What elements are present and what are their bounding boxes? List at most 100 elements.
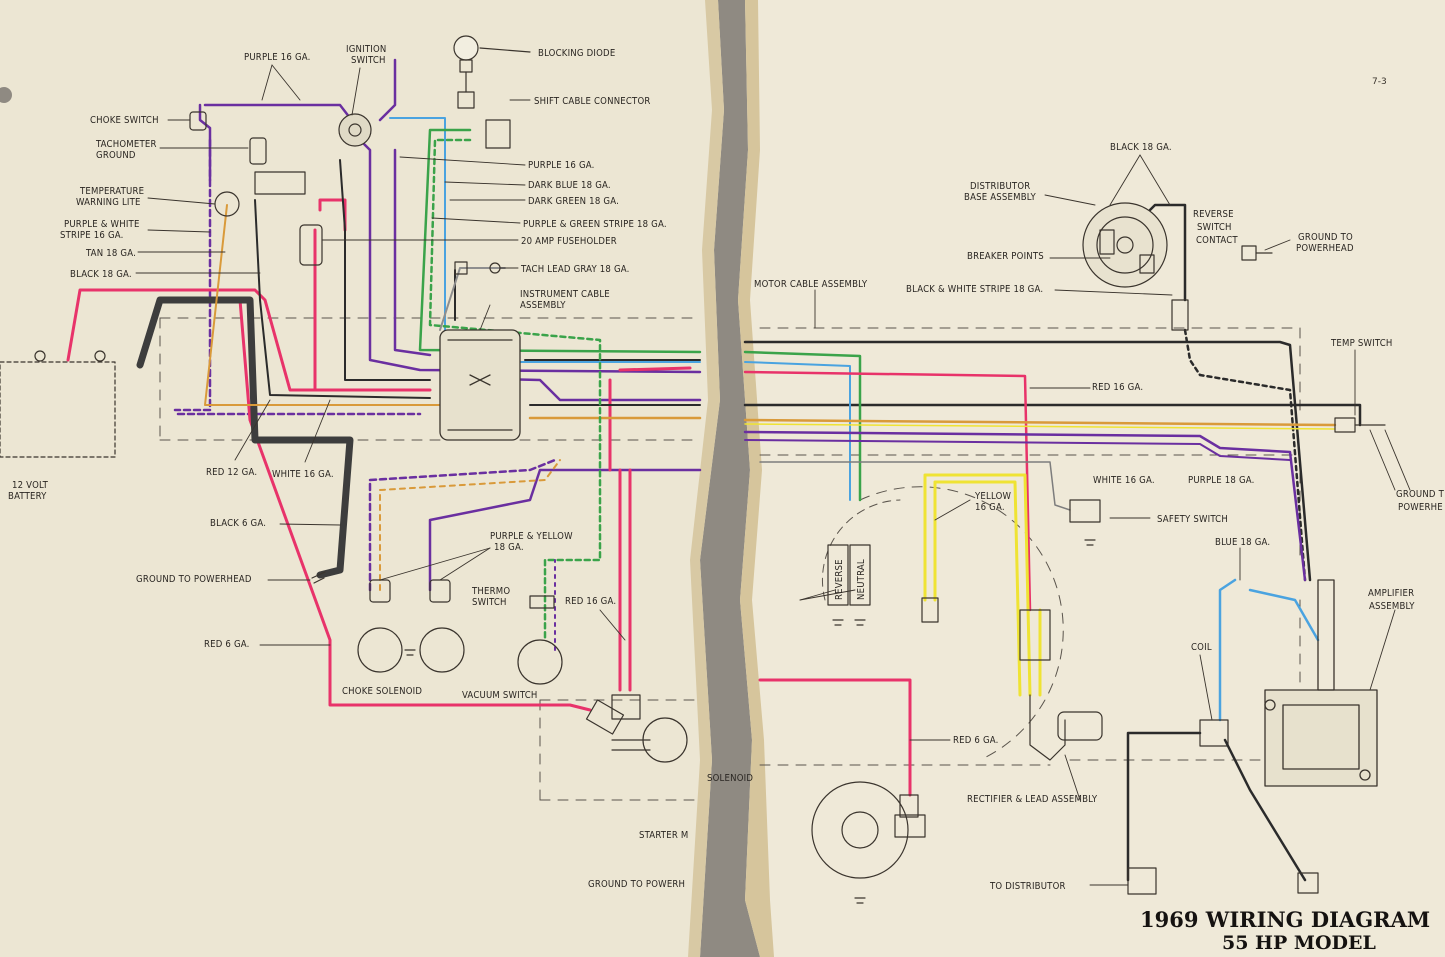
label-coil: COIL [1191,642,1212,653]
label-tach-1: TACHOMETER [95,139,157,150]
label-temp-2: WARNING LITE [76,197,141,208]
right-labels: 7-3 BLACK 18 GA. DISTRIBUTOR BASE ASSEMB… [754,77,1445,954]
leader-lines [135,64,626,646]
label-rev-1: REVERSE [1193,209,1234,220]
page-number: 7-3 [1372,77,1387,87]
coil-wire [1126,731,1202,882]
left-page [0,0,724,957]
to-distributor-connector [1127,867,1157,895]
label-dist-1: DISTRIBUTOR [970,181,1030,192]
label-black-6: BLACK 6 GA. [210,518,266,529]
label-blocking-diode: BLOCKING DIODE [538,48,615,59]
choke-solenoid-body [357,627,403,673]
label-rev-2: SWITCH [1197,222,1232,233]
black-thin-wires [254,159,701,406]
label-blue-18: BLUE 18 GA. [1215,537,1270,548]
label-purple-16b: PURPLE 16 GA. [528,160,595,171]
lower-components [357,579,688,763]
left-page-edge [688,0,724,957]
right-diagram [743,154,1411,904]
label-r-red-6: RED 6 GA. [953,735,999,746]
tachometer-ground [249,137,267,165]
label-dist-2: BASE ASSEMBLY [964,192,1036,203]
right-red-wire [743,370,1032,612]
red-6ga-wire [758,678,912,797]
label-pw-2: STRIPE 16 GA. [60,230,124,241]
label-dark-blue: DARK BLUE 18 GA. [528,180,611,191]
blue-18ga-wire [1218,578,1320,722]
label-ground-powerhead-2: GROUND TO POWERH [588,879,685,890]
right-yellow-line [744,423,1336,430]
tan-wire [204,204,441,406]
purple-yellow-wire [368,458,557,592]
label-ignition-1: IGNITION [346,44,387,55]
label-ignition-2: SWITCH [351,55,386,66]
left-diagram [0,35,702,801]
right-page-edge [738,0,774,957]
label-thermo-2: SWITCH [472,597,507,608]
label-batt-1: 12 VOLT [12,480,49,491]
label-tach-lead: TACH LEAD GRAY 18 GA. [520,264,630,275]
amp-ground-connector [1297,872,1319,894]
label-safety-switch: SAFETY SWITCH [1157,514,1228,525]
label-red-16: RED 16 GA. [565,596,616,607]
instrument-cable-assembly [439,329,521,441]
label-shift-cable: SHIFT CABLE CONNECTOR [534,96,651,107]
amplifier-assembly [1264,579,1378,787]
right-page [738,0,1445,957]
label-temp-1: TEMPERATURE [79,186,144,197]
black-6ga-wire [136,296,354,579]
label-pw-1: PURPLE & WHITE [64,219,140,230]
label-red-12: RED 12 GA. [206,467,257,478]
label-black-18: BLACK 18 GA. [70,269,132,280]
purple-green-stripe-wire [428,138,602,642]
label-inst-2: ASSEMBLY [520,300,566,311]
label-rev-3: CONTACT [1196,235,1238,246]
label-rectifier: RECTIFIER & LEAD ASSEMBLY [967,794,1098,805]
label-reverse: REVERSE [834,559,845,600]
label-amp-1: AMPLIFIER [1368,588,1414,599]
label-inst-1: INSTRUMENT CABLE [520,289,610,300]
label-r-black-18: BLACK 18 GA. [1110,142,1172,153]
label-py-1: PURPLE & YELLOW [490,531,573,542]
label-tan-18: TAN 18 GA. [85,248,136,259]
label-r-purple-18: PURPLE 18 GA. [1188,475,1255,486]
label-batt-2: BATTERY [8,491,47,502]
black-white-stripe-wire [1183,328,1307,582]
yellow-plug [921,597,939,623]
label-red-6: RED 6 GA. [204,639,250,650]
right-ground-symbols [832,539,1096,904]
purple-white-stripe-wire [173,138,212,412]
label-tach-2: GROUND [96,150,136,161]
label-choke-switch: CHOKE SWITCH [90,115,159,126]
label-purple-16ga: PURPLE 16 GA. [244,52,311,63]
right-blue-wire [744,361,851,501]
title-line-1: 1969 WIRING DIAGRAM [1140,907,1430,932]
right-green-wire [743,350,862,502]
label-thermo-1: THERMO [471,586,510,597]
right-leader-lines [799,154,1411,886]
right-tan-wire [743,418,1337,427]
flywheel-dashed [859,486,1064,761]
right-yellow-wires [923,473,1042,697]
ground-symbols [311,571,416,656]
label-gndt-2: POWERHE [1398,502,1443,513]
reverse-switch [827,544,849,606]
label-bw-stripe: BLACK & WHITE STRIPE 18 GA. [906,284,1043,295]
label-breaker-points: BREAKER POINTS [967,251,1044,262]
purple-yellow-wire-2 [379,459,561,591]
label-neutral: NEUTRAL [856,559,867,600]
label-dark-green: DARK GREEN 18 GA. [528,196,619,207]
label-yellow-2: 16 GA. [975,502,1005,513]
vacuum-switch-body [517,639,563,685]
label-py-2: 18 GA. [494,542,524,553]
white-16ga-wire [759,461,1071,511]
label-gndt-1: GROUND T [1396,489,1445,500]
label-starter: STARTER M [639,830,688,841]
label-ground-powerhead: GROUND TO POWERHEAD [136,574,252,585]
safety-switch [1069,499,1101,523]
label-to-distributor: TO DISTRIBUTOR [989,881,1066,892]
left-labels: PURPLE 16 GA. IGNITION SWITCH BLOCKING D… [8,44,753,890]
